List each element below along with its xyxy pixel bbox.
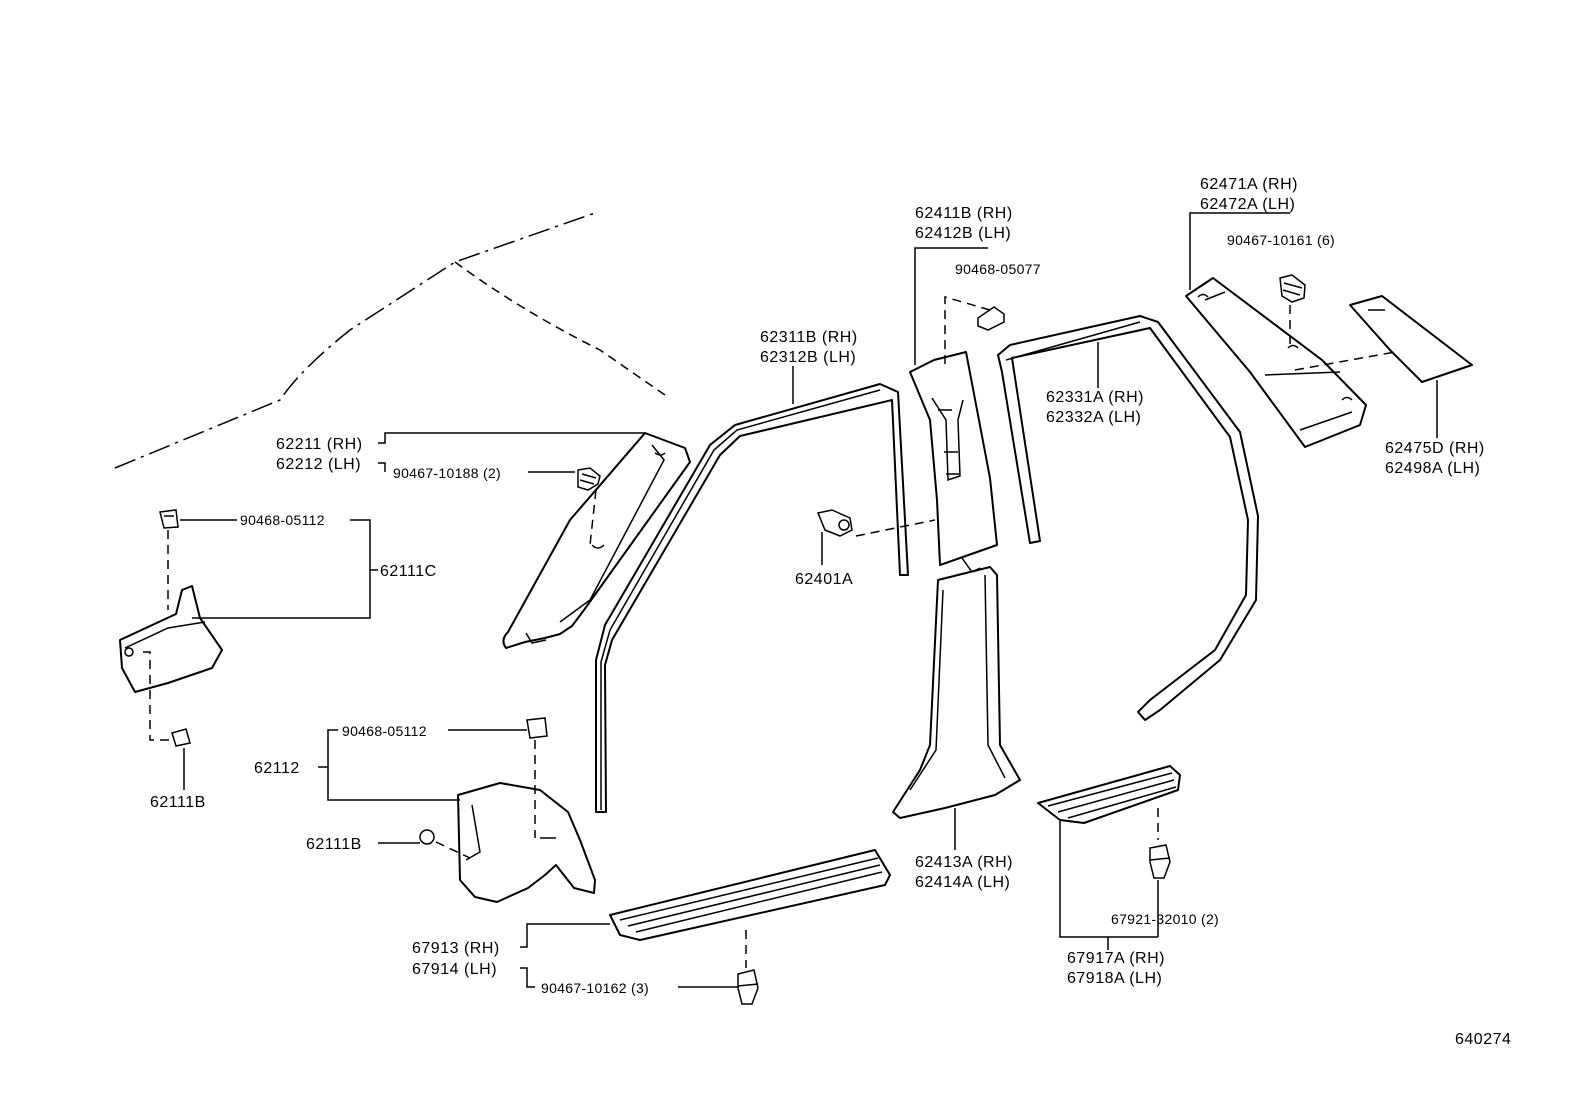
label-67913-rh: 67913 (RH) <box>412 940 500 957</box>
label-67918a-lh: 67918A (LH) <box>1067 970 1162 987</box>
clip-90468-05077 <box>944 296 1005 370</box>
label-90468-05112-lower: 90468-05112 <box>342 723 427 739</box>
label-62112: 62112 <box>254 760 300 777</box>
front-door-weatherstrip <box>595 383 909 813</box>
label-90468-05077: 90468-05077 <box>955 261 1041 277</box>
clip-67921-32010 <box>1149 808 1171 879</box>
cowl-bolt-lower <box>419 829 471 859</box>
front-scuff-plate <box>609 849 891 941</box>
vehicle-body-outline <box>114 212 666 469</box>
clip-90467-10162 <box>737 930 759 1005</box>
clip-90467-10161 <box>1279 274 1306 345</box>
label-67917a-rh: 67917A (RH) <box>1067 950 1165 967</box>
label-67914-lh: 67914 (LH) <box>412 961 497 978</box>
label-62475d-rh: 62475D (RH) <box>1385 440 1485 457</box>
cowl-bolt-upper <box>171 728 191 790</box>
label-62331a-rh: 62331A (RH) <box>1046 389 1144 406</box>
cowl-side-trim-lower <box>457 740 596 903</box>
label-90468-05112-upper: 90468-05112 <box>240 512 325 528</box>
label-62411b-rh: 62411B (RH) <box>915 205 1013 222</box>
label-62212-lh: 62212 (LH) <box>276 456 361 473</box>
cowl-clip-upper <box>159 509 179 529</box>
rear-door-weatherstrip <box>997 315 1259 721</box>
label-62472a-lh: 62472A (LH) <box>1200 196 1295 213</box>
label-62414a-lh: 62414A (LH) <box>915 874 1010 891</box>
clip-62401a <box>816 509 936 565</box>
label-67921-32010: 67921-32010 (2) <box>1111 911 1219 927</box>
label-62311b-rh: 62311B (RH) <box>760 329 858 346</box>
label-62471a-rh: 62471A (RH) <box>1200 176 1298 193</box>
cowl-side-trim-upper <box>119 530 223 741</box>
label-90467-10161: 90467-10161 (6) <box>1227 232 1335 248</box>
label-62332a-lh: 62332A (LH) <box>1046 409 1141 426</box>
leader-lines <box>180 212 1290 988</box>
label-62211-rh: 62211 (RH) <box>276 436 363 453</box>
b-pillar-lower-garnish <box>892 566 1021 819</box>
quarter-trim-panel <box>1294 295 1473 438</box>
label-62111b-lower: 62111B <box>306 836 362 853</box>
part-labels: 62211 (RH) 62212 (LH) 90467-10188 (2) 90… <box>150 176 1511 1048</box>
illustration-number: 640274 <box>1455 1031 1511 1048</box>
label-90467-10188: 90467-10188 (2) <box>393 465 501 481</box>
label-62111b-upper: 62111B <box>150 794 206 811</box>
label-90467-10162: 90467-10162 (3) <box>541 980 649 996</box>
label-62312b-lh: 62312B (LH) <box>760 349 856 366</box>
cowl-clip-lower <box>526 717 548 739</box>
label-62412b-lh: 62412B (LH) <box>915 225 1011 242</box>
a-pillar-garnish <box>502 432 691 649</box>
label-62401a: 62401A <box>795 571 853 588</box>
b-pillar-upper-garnish <box>909 351 998 573</box>
label-62413a-rh: 62413A (RH) <box>915 854 1013 871</box>
c-pillar-garnish <box>1185 277 1367 448</box>
label-62498a-lh: 62498A (LH) <box>1385 460 1480 477</box>
clip-90467-10188 <box>577 467 601 546</box>
label-62111c: 62111C <box>380 563 437 580</box>
